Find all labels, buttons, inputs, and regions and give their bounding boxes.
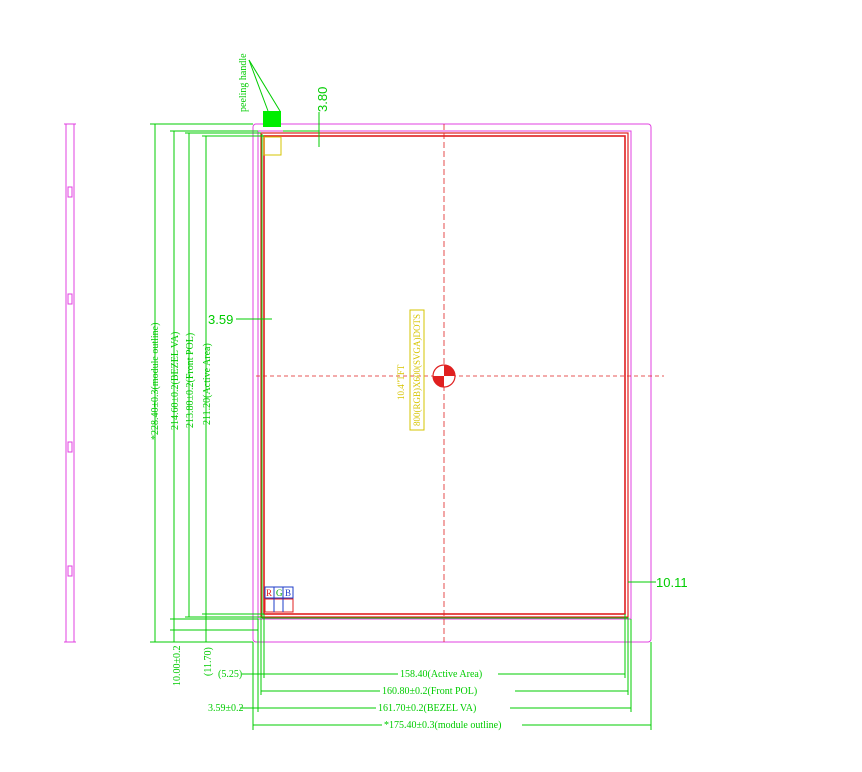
bezel-va-outline [257,130,632,620]
hdim-module-outline: *175.40±0.3(module outline) [384,720,501,731]
left-offset-label: 3.59 [208,312,233,327]
pixel-b-label: B [285,588,291,598]
module-outline [252,123,652,643]
vdim-front-pol: 213.80±0.2(Front POL) [185,333,196,428]
rgb-pixel-legend: R G B [264,586,294,613]
peeling-handle [263,111,281,127]
top-offset-label: 3.80 [315,87,330,112]
hdim-front-pol: 160.80±0.2(Front POL) [382,686,477,697]
hdim-active-area: 158.40(Active Area) [400,669,482,680]
pixel-g-label: G [276,588,283,598]
center-mark [432,364,456,388]
vdim-module-outline: *228.40±0.3(module outline) [150,323,161,440]
vdim-bezel-va: 214.60±0.2(BEZEL VA) [170,332,181,430]
bottom-offset-label: 10.00±0.2 [172,646,183,687]
peeling-handle-label: peeling handle [238,53,249,112]
panel-label: 800(RGB)X600(SVGA)DOTS 10.4"TFT [396,309,425,431]
vdim-active-area: 211.20(Active Area) [202,343,213,425]
side-view [64,123,76,643]
vertical-dimensions: *228.40±0.3(module outline) 214.60±0.2(B… [150,123,264,643]
panel-size-label: 10.4"TFT [396,364,406,400]
horizontal-dimensions: 158.40(Active Area) 160.80±0.2(Front POL… [240,614,652,731]
pixel-r-label: R [266,588,272,598]
pol-offset-label: (11.70) [203,647,214,676]
bezel-side-label: 3.59±0.2 [208,703,244,714]
hdim-bezel-va: 161.70±0.2(BEZEL VA) [378,703,476,714]
right-offset-label: 10.11 [656,575,688,590]
side-offset-label: (5.25) [218,669,242,680]
panel-resolution-label: 800(RGB)X600(SVGA)DOTS [412,314,422,426]
corner-marker [263,136,282,156]
active-area-outline [263,135,626,615]
front-pol-outline [260,132,629,618]
